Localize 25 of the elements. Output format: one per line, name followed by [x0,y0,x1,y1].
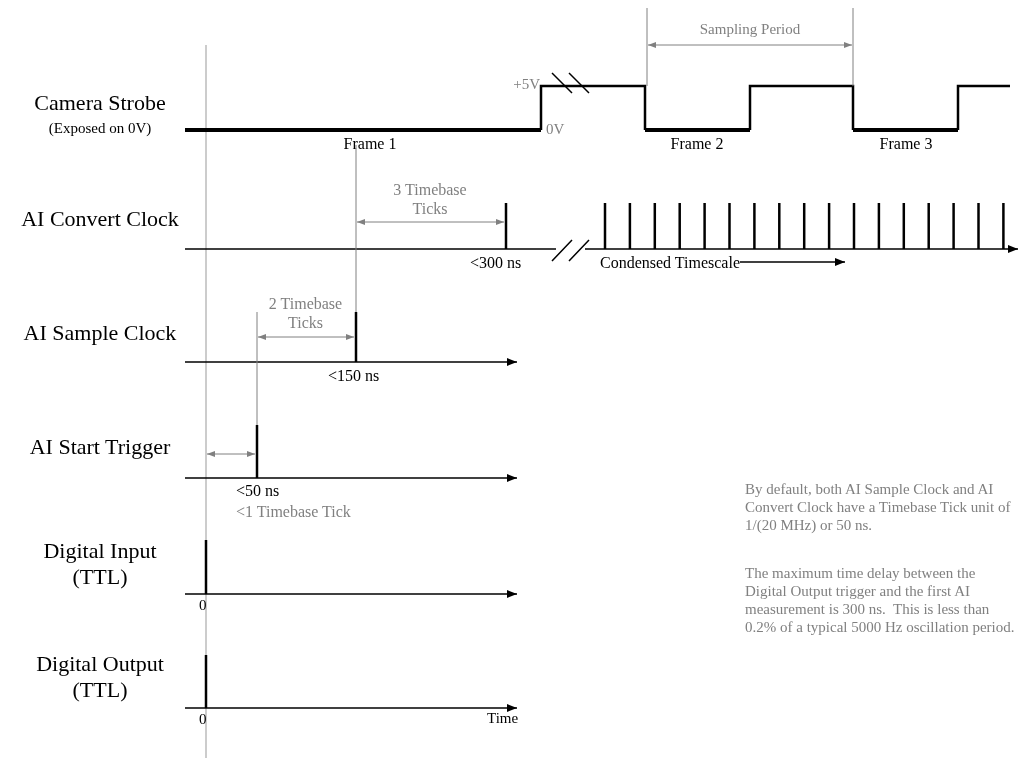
signal-name: AI Sample Clock [22,320,178,347]
axis-tick-label: 0 [199,710,208,728]
axis-tick-label: 0 [199,596,208,614]
note-paragraph: The maximum time delay between the Digital Output trigger and the first AI measurement is 300 ns. This is less than 0.2% of a typical 5000 Hz oscillation period. [745,564,1016,636]
signal-name: Digital Output (TTL) [35,651,165,704]
time-label: <300 ns [470,253,523,273]
time-label: <1 Timebase Tick [236,502,352,522]
signal-name: Digital Input (TTL) [42,538,158,591]
frame-label: Frame 2 [669,134,725,154]
time-label: <50 ns [236,481,281,501]
note-paragraph: By default, both AI Sample Clock and AI Convert Clock have a Timebase Tick unit of 1/(20 MHz) or 50 ns. [745,480,1012,534]
frame-label: Frame 1 [342,134,398,154]
voltage-label: +5V [512,75,540,93]
signal-name: AI Start Trigger [28,434,172,461]
signal-note: (Exposed on 0V) [47,119,153,137]
axis-label: Time [487,709,520,727]
dimension-label: 3 Timebase Ticks [392,180,468,219]
signal-name: AI Convert Clock [20,206,180,233]
axis-note: Condensed Timescale [600,253,741,273]
voltage-label: 0V [546,120,566,138]
dimension-label: 2 Timebase Ticks [267,294,344,333]
time-label: <150 ns [328,366,381,386]
frame-label: Frame 3 [878,134,934,154]
dimension-label: Sampling Period [698,20,802,38]
signal-name: Camera Strobe [33,90,167,117]
